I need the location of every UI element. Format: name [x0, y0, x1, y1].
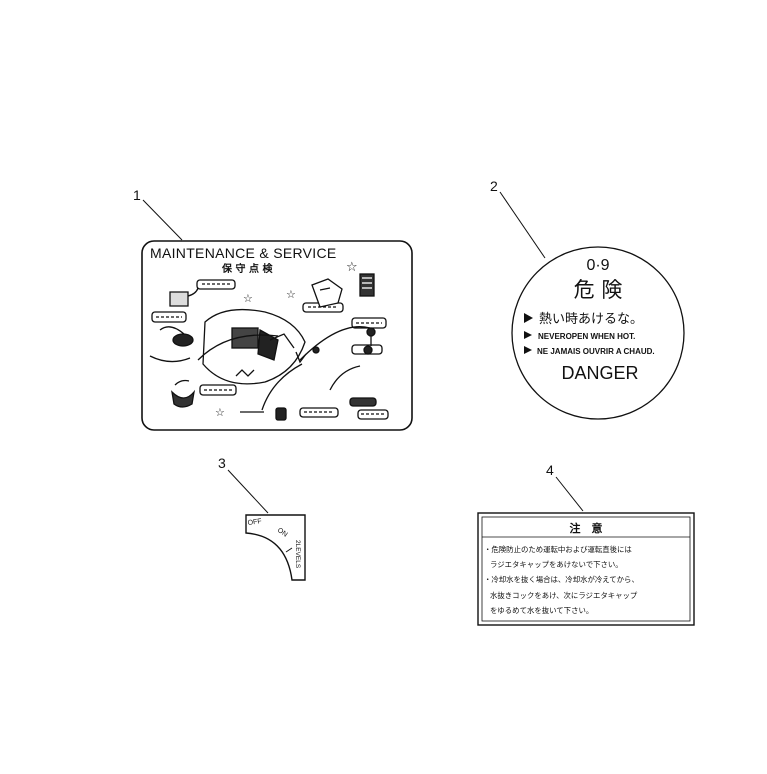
- callout-4-leader: [555, 476, 584, 512]
- label2-code: 0·9: [586, 257, 609, 274]
- label2-line-en: NEVEROPEN WHEN HOT.: [538, 332, 635, 341]
- level-corner-label: OFF ON 2LEVELS: [245, 514, 306, 581]
- label2-line-jp: 熱い時あけるな。: [539, 312, 643, 327]
- maintenance-illustration: ☆ ☆ ☆: [149, 273, 389, 421]
- callout-3-leader: [227, 469, 269, 514]
- label1-star-icon: ☆: [346, 260, 358, 275]
- callout-1-leader: [142, 199, 183, 241]
- callout-1-number: 1: [133, 187, 141, 203]
- maintenance-service-label: MAINTENANCE & SERVICE 保 守 点 検 ☆: [141, 240, 413, 431]
- label3-mark: [285, 547, 293, 553]
- callout-4-number: 4: [546, 462, 554, 478]
- label1-subtitle: 保 守 点 検: [221, 262, 273, 275]
- triangle-bullet-icon: [524, 331, 532, 339]
- label4-line5: をゆるめて水を抜いて下さい。: [490, 606, 593, 615]
- filter-icon: [359, 273, 375, 297]
- callout-3-number: 3: [218, 455, 226, 471]
- label4-line4: 水抜きコックをあけ、次にラジエタキャップ: [490, 591, 638, 600]
- label4-line2: ラジエタキャップをあけないで下さい。: [490, 560, 623, 569]
- star-icon: ☆: [286, 288, 296, 301]
- triangle-bullet-icon: [524, 346, 532, 354]
- label2-line-fr: NE JAMAIS OUVRIR A CHAUD.: [537, 347, 655, 356]
- callout-2-number: 2: [490, 178, 498, 194]
- grease-cup-icon: [172, 333, 194, 347]
- star-icon: ☆: [243, 292, 253, 305]
- tool-box-icon: [311, 278, 343, 308]
- label4-line3: ・冷却水を抜く場合は、冷却水が冷えてから、: [484, 575, 639, 584]
- label4-line1: ・危険防止のため運転中および運転直後には: [484, 545, 632, 554]
- caution-label: 注 意 ・危険防止のため運転中および運転直後には ラジエタキャップをあけないで下…: [477, 512, 695, 626]
- label2-border: [511, 246, 685, 420]
- label3-levels: 2LEVELS: [294, 540, 301, 569]
- gauge-bar-icon: [357, 409, 389, 420]
- grease-cup-icon: [171, 389, 196, 408]
- label3-border: [245, 514, 306, 581]
- label4-outer-border: [477, 512, 695, 626]
- gauge-bar-icon: [199, 384, 237, 396]
- oil-can-icon: [169, 291, 189, 307]
- spring-icon: [349, 397, 377, 407]
- label3-on: ON: [276, 527, 289, 539]
- gauge-bar-icon: [151, 311, 187, 323]
- label2-danger: DANGER: [561, 363, 638, 383]
- label1-title: MAINTENANCE & SERVICE: [150, 245, 337, 261]
- key-icon: [366, 327, 376, 337]
- radiator-danger-label: 0·9 危 険 熱い時あけるな。 NEVEROPEN WHEN HOT. NE …: [511, 246, 685, 420]
- triangle-bullet-icon: [524, 313, 533, 323]
- key-icon: [363, 345, 373, 355]
- label4-inner-border: [481, 516, 691, 622]
- label4-header: 注 意: [570, 521, 603, 535]
- gauge-bar-icon: [196, 279, 236, 290]
- callout-2-leader: [499, 191, 546, 259]
- star-icon: ☆: [215, 406, 225, 419]
- plug-icon: [275, 407, 287, 421]
- gauge-bar-icon: [299, 407, 339, 418]
- label2-kanji: 危 険: [574, 278, 623, 302]
- label3-off: OFF: [247, 518, 262, 527]
